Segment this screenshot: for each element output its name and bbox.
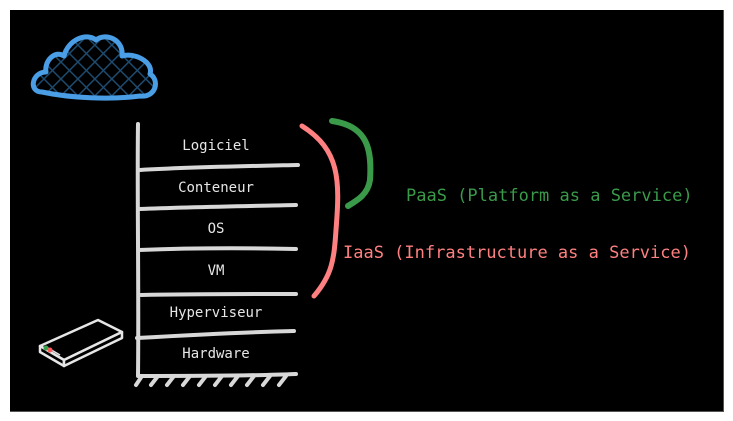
ground-hatch xyxy=(134,372,298,387)
layer-label-hardware: Hardware xyxy=(182,346,250,362)
cloud-icon xyxy=(30,34,158,101)
layer-label-conteneur: Conteneur xyxy=(178,180,254,196)
layer-label-os: OS xyxy=(207,221,225,237)
paas-label: PaaS (Platform as a Service) xyxy=(406,186,693,206)
layer-label-hyperviseur: Hyperviseur xyxy=(169,305,263,321)
stack-axis-line xyxy=(135,122,141,378)
layer-divider xyxy=(135,329,296,340)
layer-divider xyxy=(137,246,298,252)
iaas-label: IaaS (Infrastructure as a Service) xyxy=(343,243,691,263)
diagram-svg xyxy=(30,34,374,387)
paas-bracket xyxy=(329,118,374,209)
iaas-bracket xyxy=(299,123,341,299)
layer-label-vm: VM xyxy=(207,263,225,279)
layer-label-logiciel: Logiciel xyxy=(182,138,250,154)
layer-divider xyxy=(139,292,298,297)
layer-divider xyxy=(138,163,300,172)
layer-divider xyxy=(137,203,298,211)
server-icon xyxy=(38,318,124,368)
diagram-canvas: Logiciel Conteneur OS VM Hyperviseur Har… xyxy=(10,10,724,412)
